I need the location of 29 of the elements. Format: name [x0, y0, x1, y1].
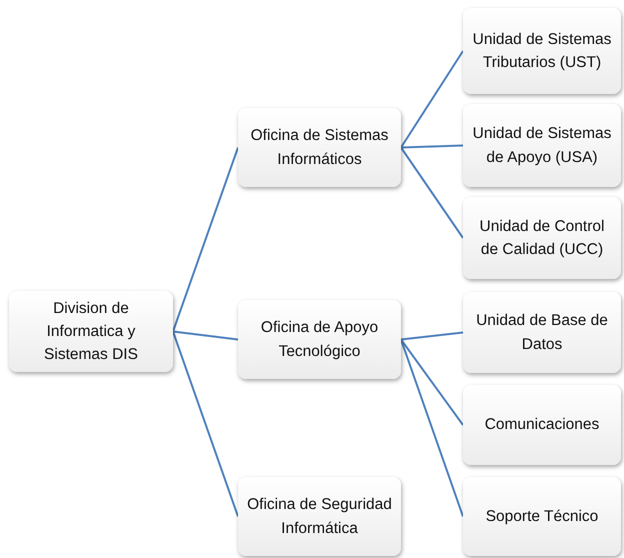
org-box: [463, 477, 621, 556]
box-label: Oficina de Apoyo Tecnológico: [260, 318, 380, 362]
org-box: [463, 385, 621, 465]
box-label: Oficina de Sistemas Informáticos: [250, 126, 390, 170]
org-box: [238, 477, 401, 556]
box-label: Unidad de Control de Calidad (UCC): [478, 216, 606, 260]
org-box: [9, 291, 173, 372]
connector-line: [400, 50, 464, 148]
org-box: [463, 104, 621, 187]
box-label: Soporte Técnico: [486, 506, 598, 527]
box-label: Unidad de Sistemas Tributarios (UST): [472, 30, 612, 73]
connector-line: [400, 144, 464, 148]
connector-line: [172, 331, 239, 517]
connector-line: [400, 146, 464, 239]
org-box: [238, 108, 401, 187]
org-box: [463, 8, 621, 94]
org-box: [238, 300, 401, 379]
box-label: Division de Informatica y Sistemas DIS: [43, 298, 139, 366]
connector-line: [400, 339, 464, 517]
connector-line: [400, 332, 464, 340]
box-label: Oficina de Seguridad Informática: [246, 495, 393, 538]
connector-line: [400, 338, 464, 426]
org-box: [463, 292, 621, 373]
box-label: Unidad de Sistemas de Apoyo (USA): [472, 124, 612, 168]
connector-line: [172, 147, 239, 332]
box-label: Unidad de Base de Datos: [475, 311, 609, 354]
connector-line: [172, 330, 238, 340]
box-label: Comunicaciones: [484, 415, 600, 436]
org-box: [463, 197, 621, 279]
